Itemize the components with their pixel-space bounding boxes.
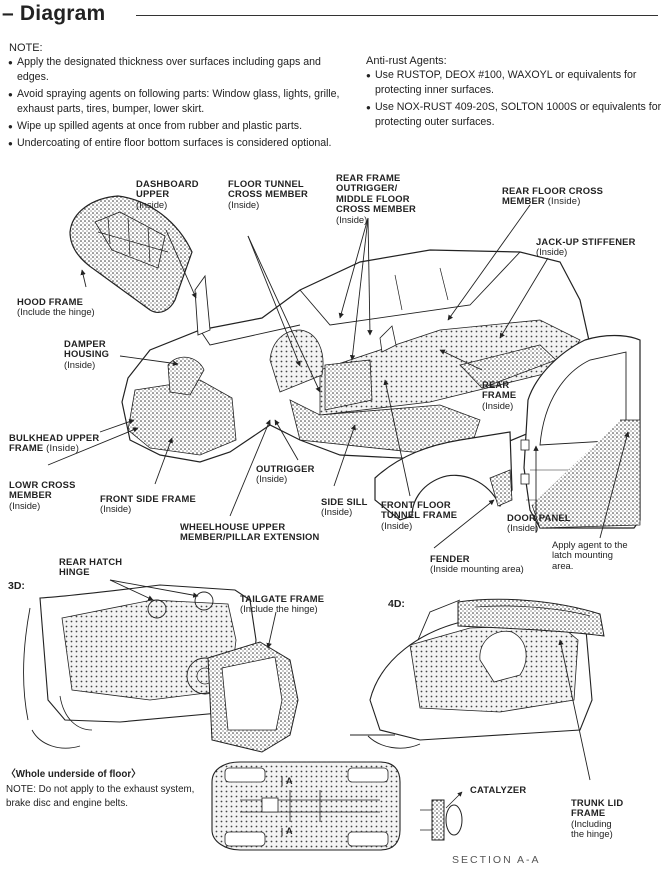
label-front-side-frame: FRONT SIDE FRAME (Inside) bbox=[100, 493, 196, 515]
label-rear-hatch-hinge: REAR HATCH HINGE bbox=[59, 556, 123, 578]
underside-heading: 〈Whole underside of floor〉 bbox=[6, 769, 141, 780]
anti-rust-list: Use RUSTOP, DEOX #100, WAXOYL or equival… bbox=[366, 68, 662, 132]
label-side-sill: SIDE SILL (Inside) bbox=[321, 496, 368, 518]
anti-rust-item: Use NOX-RUST 409-20S, SOLTON 1000S or eq… bbox=[366, 100, 662, 130]
catalyzer-section bbox=[420, 791, 463, 841]
variant-3d-label: 3D: bbox=[8, 580, 25, 592]
note-item: Undercoating of entire floor bottom surf… bbox=[8, 136, 344, 151]
label-damper-housing: DAMPER HOUSING (Inside) bbox=[64, 338, 110, 370]
label-apply-latch: Apply agent to the latch mounting area. bbox=[552, 539, 628, 571]
label-outrigger: OUTRIGGER (Inside) bbox=[256, 463, 315, 485]
body-shell bbox=[121, 249, 591, 463]
label-rear-frame: REAR FRAME (Inside) bbox=[482, 379, 517, 411]
label-rear-floor-cross-member: REAR FLOOR CROSS MEMBER (Inside) bbox=[502, 185, 604, 207]
note-item: Apply the designated thickness over surf… bbox=[8, 55, 344, 85]
title-rule bbox=[136, 15, 658, 16]
label-trunk-lid-frame: TRUNK LID FRAME (Including the hinge) bbox=[571, 797, 624, 840]
variant-4d-label: 4D: bbox=[388, 598, 405, 610]
label-lowr-cross-member: LOWR CROSS MEMBER (Inside) bbox=[9, 479, 76, 511]
note-item: Wipe up spilled agents at once from rubb… bbox=[8, 119, 344, 134]
leader-lines bbox=[47, 204, 630, 781]
label-rear-frame-outrigger: REAR FRAME OUTRIGGER/ MIDDLE FLOOR CROSS… bbox=[336, 172, 417, 225]
label-bulkhead-upper-frame: BULKHEAD UPPER FRAME (Inside) bbox=[9, 432, 100, 454]
section-title: – Diagram bbox=[2, 2, 106, 25]
label-dashboard-upper: DASHBOARD UPPER (Inside) bbox=[136, 178, 199, 210]
label-floor-tunnel-cross-member: FLOOR TUNNEL CROSS MEMBER (Inside) bbox=[228, 178, 309, 210]
label-hood-frame: HOOD FRAME (Include the hinge) bbox=[17, 296, 95, 318]
section-marker-a-top: A bbox=[286, 776, 293, 786]
section-marker-a-bottom: A bbox=[286, 826, 293, 836]
underside-note: 〈Whole underside of floor〉 NOTE: Do not … bbox=[6, 768, 206, 812]
label-fender: FENDER (Inside mounting area) bbox=[430, 553, 524, 575]
label-catalyzer: CATALYZER bbox=[470, 784, 527, 795]
anti-rust-item: Use RUSTOP, DEOX #100, WAXOYL or equival… bbox=[366, 68, 662, 98]
note-heading: NOTE: bbox=[9, 42, 43, 54]
three-door-rear-view bbox=[23, 584, 299, 753]
fender-drawing bbox=[374, 431, 513, 521]
note-item: Avoid spraying agents on following parts… bbox=[8, 87, 344, 117]
hood-panel bbox=[69, 195, 193, 313]
label-wheelhouse-upper-member: WHEELHOUSE UPPER MEMBER/PILLAR EXTENSION bbox=[180, 521, 320, 543]
underside-floor-view bbox=[211, 761, 401, 851]
label-tailgate-frame: TAILGATE FRAME (Include the hinge) bbox=[240, 593, 325, 615]
anti-rust-heading: Anti-rust Agents: bbox=[366, 55, 447, 67]
label-front-floor-tunnel-frame: FRONT FLOOR TUNNEL FRAME (Inside) bbox=[381, 499, 458, 531]
note-list: Apply the designated thickness over surf… bbox=[8, 55, 344, 152]
underside-text: NOTE: Do not apply to the exhaust system… bbox=[6, 783, 195, 810]
four-door-rear-view bbox=[350, 598, 605, 749]
label-door-panel: DOOR PANEL (Inside) bbox=[507, 512, 571, 534]
section-caption: SECTION A-A bbox=[452, 854, 541, 866]
door-panel-drawing bbox=[520, 334, 641, 529]
label-jack-up-stiffener: JACK-UP STIFFENER (Inside) bbox=[536, 236, 636, 258]
